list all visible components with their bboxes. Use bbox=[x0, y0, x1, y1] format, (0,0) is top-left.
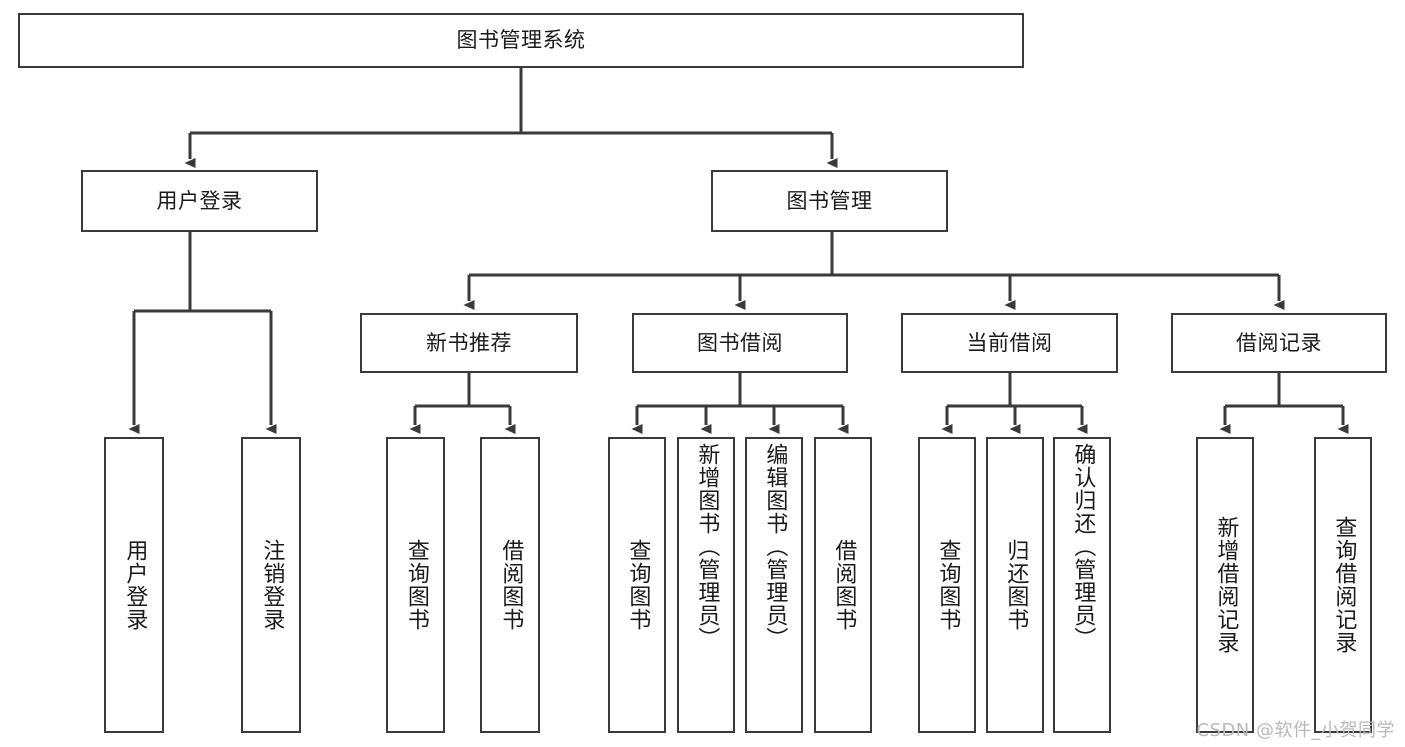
node-leaf-user-logout[interactable]: 注销登录 bbox=[241, 437, 301, 733]
node-leaf-return-book-label: 归还图书 bbox=[1003, 539, 1029, 631]
node-leaf-user-logout-label: 注销登录 bbox=[259, 539, 285, 631]
node-book-borrow[interactable]: 图书借阅 bbox=[632, 313, 848, 373]
node-root-label: 图书管理系统 bbox=[456, 28, 586, 53]
node-leaf-borrow-book-1[interactable]: 借阅图书 bbox=[480, 437, 540, 733]
node-leaf-confirm-return[interactable]: 确认归还（管理员） bbox=[1053, 437, 1111, 733]
node-borrow-record-label: 借阅记录 bbox=[1236, 330, 1322, 355]
node-leaf-confirm-return-label: 确认归还（管理员） bbox=[1070, 443, 1096, 650]
node-new-book-recommend[interactable]: 新书推荐 bbox=[360, 313, 578, 373]
node-user-login-label: 用户登录 bbox=[156, 188, 243, 213]
node-leaf-add-record[interactable]: 新增借阅记录 bbox=[1196, 437, 1254, 733]
node-root[interactable]: 图书管理系统 bbox=[18, 13, 1024, 68]
node-leaf-query-book-3-label: 查询图书 bbox=[935, 539, 961, 631]
node-leaf-query-book-2[interactable]: 查询图书 bbox=[608, 437, 666, 733]
node-leaf-borrow-book-1-label: 借阅图书 bbox=[498, 539, 524, 631]
node-leaf-add-record-label: 新增借阅记录 bbox=[1213, 516, 1239, 654]
node-leaf-query-book-1-label: 查询图书 bbox=[403, 539, 429, 631]
node-leaf-query-book-3[interactable]: 查询图书 bbox=[918, 437, 976, 733]
node-leaf-add-book-label: 新增图书（管理员） bbox=[694, 443, 720, 650]
node-current-borrow-label: 当前借阅 bbox=[966, 330, 1053, 355]
node-leaf-query-book-1[interactable]: 查询图书 bbox=[386, 437, 445, 733]
node-leaf-borrow-book-2-label: 借阅图书 bbox=[831, 539, 857, 631]
node-user-login[interactable]: 用户登录 bbox=[81, 170, 318, 232]
node-leaf-edit-book-label: 编辑图书（管理员） bbox=[762, 443, 788, 650]
node-leaf-edit-book[interactable]: 编辑图书（管理员） bbox=[745, 437, 803, 733]
node-book-borrow-label: 图书借阅 bbox=[697, 330, 783, 355]
node-book-management[interactable]: 图书管理 bbox=[711, 170, 948, 232]
node-leaf-return-book[interactable]: 归还图书 bbox=[986, 437, 1044, 733]
node-leaf-user-login-label: 用户登录 bbox=[122, 539, 148, 631]
node-borrow-record[interactable]: 借阅记录 bbox=[1171, 313, 1387, 373]
node-current-borrow[interactable]: 当前借阅 bbox=[901, 313, 1118, 373]
node-leaf-borrow-book-2[interactable]: 借阅图书 bbox=[814, 437, 872, 733]
node-new-book-recommend-label: 新书推荐 bbox=[426, 330, 512, 355]
node-leaf-user-login[interactable]: 用户登录 bbox=[104, 437, 164, 733]
node-leaf-query-record[interactable]: 查询借阅记录 bbox=[1314, 437, 1372, 733]
node-leaf-add-book[interactable]: 新增图书（管理员） bbox=[677, 437, 735, 733]
node-book-management-label: 图书管理 bbox=[786, 188, 873, 213]
node-leaf-query-record-label: 查询借阅记录 bbox=[1331, 516, 1357, 654]
node-leaf-query-book-2-label: 查询图书 bbox=[625, 539, 651, 631]
